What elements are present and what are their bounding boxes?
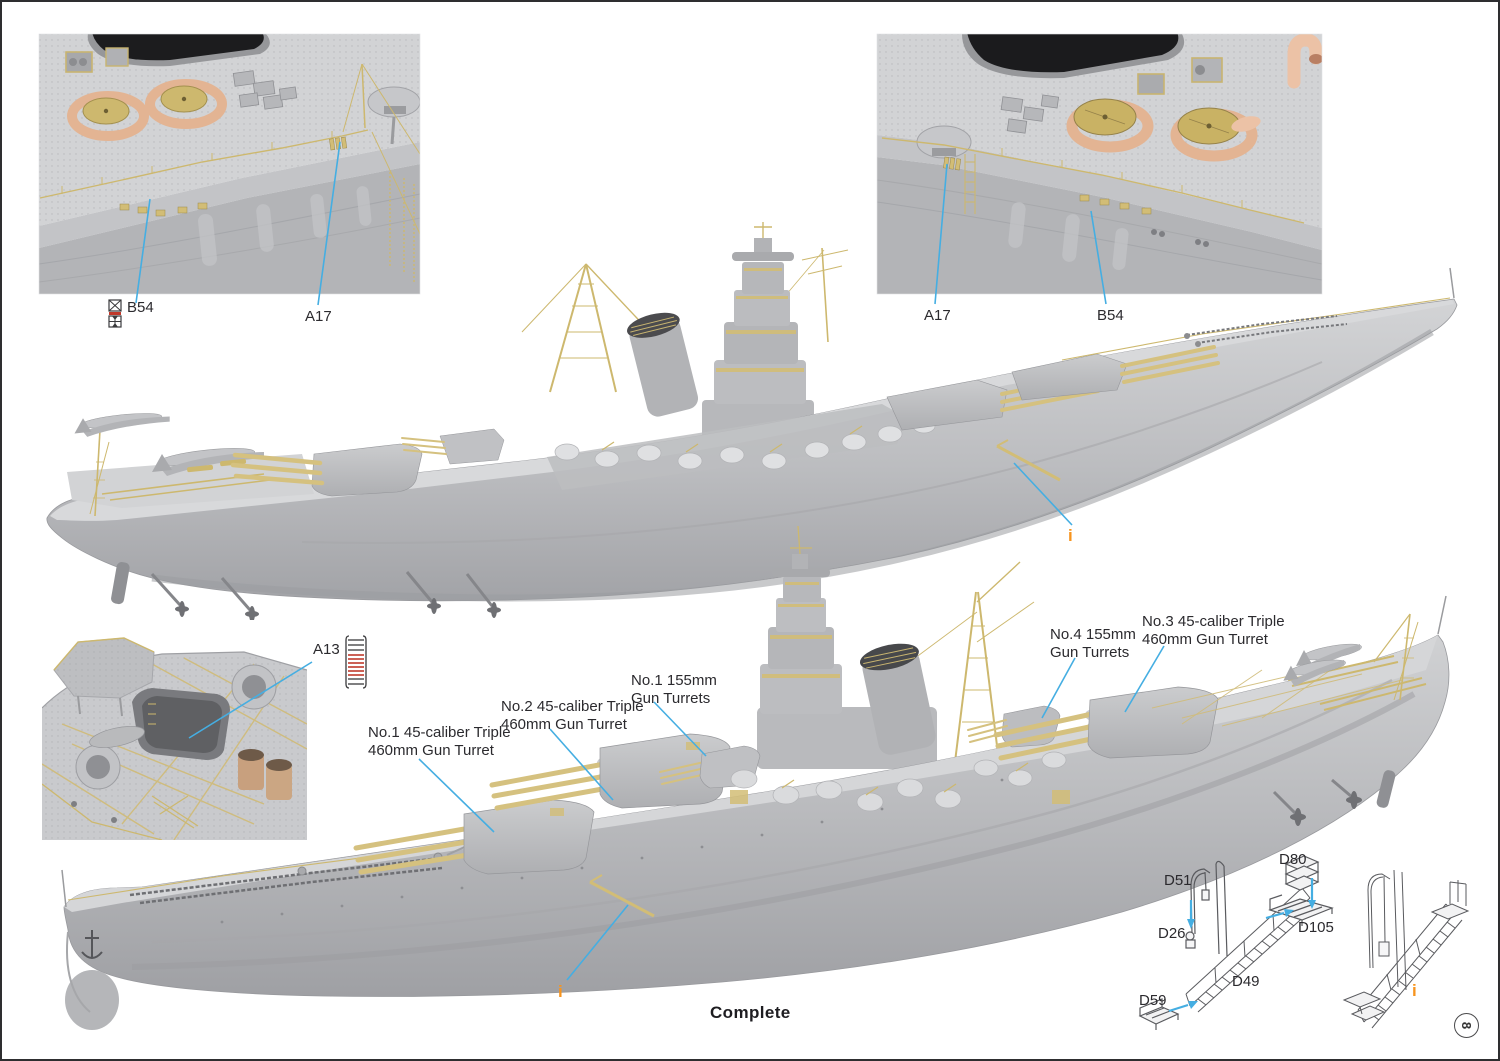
ladder-part-icon: [345, 635, 367, 689]
leader-lines: [135, 141, 1165, 981]
page-number: 8: [1458, 1021, 1474, 1030]
part-label-text: A13: [313, 641, 340, 658]
funnel: [627, 312, 699, 417]
turret-label-line2: Gun Turrets: [631, 690, 711, 708]
complete-caption: Complete: [710, 1003, 791, 1022]
ship-bottom-render: [61, 525, 1450, 1030]
part-label-text: A17: [924, 307, 951, 324]
aft-main-turret: [230, 443, 423, 497]
part-label-d26: D26: [1158, 925, 1186, 942]
inset-top-left-render: [39, 34, 420, 294]
turret-label-line2: 460mm Gun Turret: [501, 716, 627, 734]
part-label-b54-topright: B54: [1097, 307, 1124, 325]
pagoda-superstructure: [702, 222, 814, 444]
turret-label-line1: No.3 45-caliber Triple: [1142, 613, 1285, 630]
part-label-a17-topleft: A17: [305, 308, 332, 326]
part-label-text: B54: [1097, 307, 1124, 324]
turret-label-line1: No.2 45-caliber Triple: [501, 698, 644, 715]
floatplane: [1283, 659, 1346, 687]
turret-label-no1-155: No.1 155mm Gun Turrets: [631, 672, 717, 709]
assembly-arrows: [1168, 878, 1316, 1013]
info-marker-bottom-ship: i: [558, 982, 563, 1001]
part-d51-drawing: [1190, 860, 1228, 957]
part-label-d49: D49: [1232, 973, 1260, 990]
ship-top-render: [46, 222, 1458, 622]
turret-label-no2-460: No.2 45-caliber Triple 460mm Gun Turret: [501, 698, 644, 735]
propellers: [111, 562, 501, 622]
inset-mid-left-render: [42, 620, 307, 840]
turret-label-no3-460: No.3 45-caliber Triple 460mm Gun Turret: [1142, 613, 1285, 650]
part-label-a13: A13: [313, 635, 367, 689]
propellers: [1272, 770, 1396, 826]
part-label-d51: D51: [1164, 872, 1192, 889]
rope-coil: [145, 79, 227, 129]
part-label-d80: D80: [1279, 851, 1307, 868]
floatplane: [74, 413, 170, 437]
turret-label-line2: Gun Turrets: [1050, 644, 1130, 662]
main-turret-1: [353, 799, 595, 875]
turret-label-no1-460: No.1 45-caliber Triple 460mm Gun Turret: [368, 724, 511, 761]
part-d80-drawing: [1284, 855, 1320, 891]
main-turret-3: [993, 686, 1219, 761]
turret-label-line1: No.1 155mm: [631, 672, 717, 689]
turret-label-line1: No.4 155mm: [1050, 626, 1136, 643]
turret-label-line2: 460mm Gun Turret: [1142, 631, 1268, 649]
rope-coil: [1066, 98, 1154, 153]
info-marker-assembly: i: [1412, 981, 1417, 1000]
rope-coil: [1170, 107, 1258, 162]
part-label-a17-topright: A17: [924, 307, 951, 325]
bow-platform: [53, 637, 155, 717]
part-label-d59: D59: [1139, 992, 1167, 1009]
forward-main-turrets: [886, 345, 1220, 431]
info-marker-top-ship: i: [1068, 526, 1073, 545]
part-label-text: B54: [127, 299, 154, 316]
turret-label-no4-155: No.4 155mm Gun Turrets: [1050, 626, 1136, 663]
rope-coil: [67, 91, 149, 141]
turret-label-line2: 460mm Gun Turret: [368, 742, 494, 760]
part-d26-drawing: [1185, 931, 1196, 949]
pe-part-icon: [108, 299, 122, 328]
part-d59-drawing: [1138, 998, 1180, 1030]
anchor: [81, 930, 103, 959]
funnel: [859, 643, 936, 755]
assembly-diagram: [1138, 855, 1470, 1030]
page-number-badge: 8: [1454, 1013, 1479, 1038]
turret-label-line1: No.1 45-caliber Triple: [368, 724, 511, 741]
part-label-d105: D105: [1298, 919, 1334, 936]
aa-turret-domes: [730, 751, 1067, 812]
completed-ladder-drawing: [1342, 869, 1470, 1029]
inset-top-right-render: [877, 34, 1322, 294]
part-label-text: A17: [305, 308, 332, 325]
part-label-b54-topleft: B54: [108, 299, 154, 329]
